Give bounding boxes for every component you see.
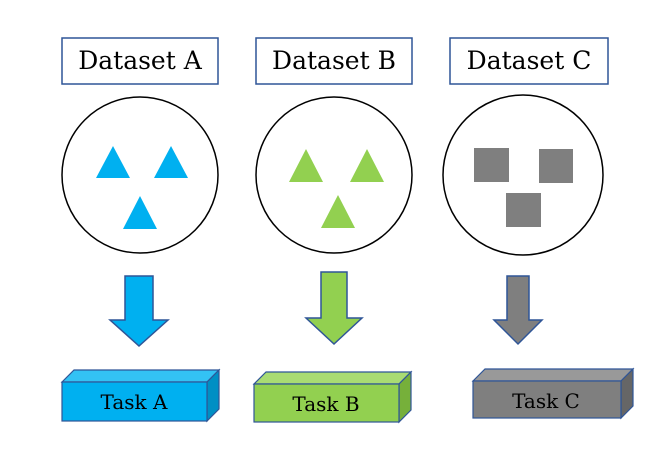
- task-a-block-top: [60, 369, 221, 383]
- square-icon: [539, 149, 573, 183]
- dataset-c-box: [449, 37, 609, 85]
- dataset-a-label: Dataset A: [78, 46, 203, 75]
- task-b-block-front: [253, 383, 400, 423]
- triangle-icon: [154, 146, 188, 178]
- task-b-label: Task B: [292, 392, 359, 416]
- task-b-block-top: [252, 371, 413, 385]
- triangle-icon: [289, 149, 323, 182]
- square-icon: [506, 193, 541, 227]
- dataset-b-circle: [255, 96, 413, 254]
- triangle-icon: [350, 149, 384, 182]
- column-b: Dataset B Task B: [252, 37, 413, 424]
- column-c: Dataset C Task C: [442, 37, 635, 420]
- square-icon: [474, 148, 509, 182]
- dataset-b-box: [255, 37, 413, 85]
- column-a: Dataset A Task A: [60, 37, 221, 423]
- dataset-a-box: [61, 37, 219, 85]
- triangle-icon: [321, 195, 355, 228]
- dataset-c-circle: [442, 94, 604, 256]
- task-a-label: Task A: [101, 390, 168, 414]
- dataset-c-label: Dataset C: [467, 46, 592, 75]
- triangle-icon: [96, 146, 130, 178]
- down-arrow-icon: [108, 275, 170, 348]
- triangle-icon: [123, 196, 157, 229]
- dataset-a-circle: [61, 96, 219, 254]
- task-c-block: [471, 367, 635, 420]
- task-c-block-front: [472, 380, 622, 419]
- task-a-block-front: [61, 381, 208, 422]
- task-c-block-top: [471, 368, 635, 382]
- task-c-label: Task C: [512, 389, 580, 413]
- task-b-block: [252, 370, 413, 424]
- down-arrow-icon: [492, 275, 544, 346]
- task-a-block: [60, 368, 221, 423]
- dataset-b-label: Dataset B: [272, 46, 396, 75]
- down-arrow-icon: [304, 271, 364, 346]
